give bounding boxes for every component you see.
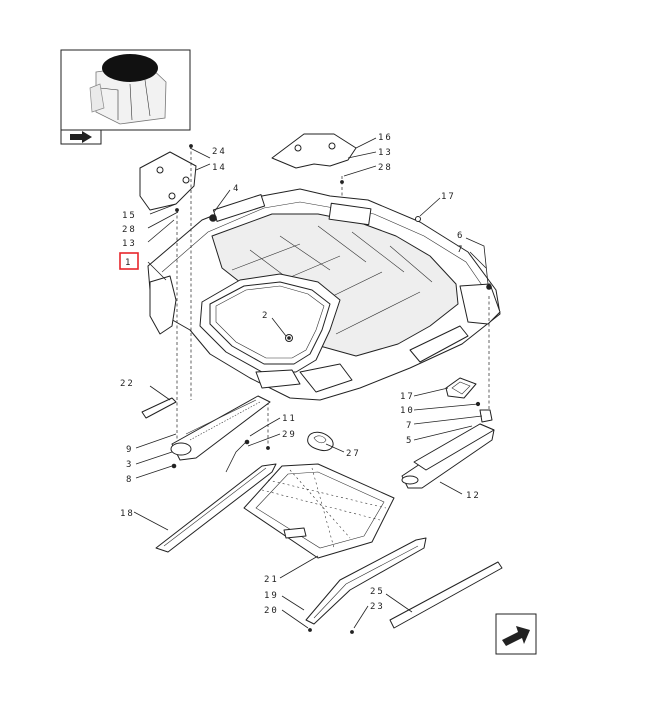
callout-25[interactable]: 25 (370, 587, 385, 597)
left-cover (139, 151, 197, 211)
callout-18[interactable]: 18 (120, 509, 135, 519)
callout-29[interactable]: 29 (282, 430, 297, 440)
callout-4[interactable]: 4 (233, 184, 240, 194)
right-top-cover (271, 133, 357, 169)
callout-12[interactable]: 12 (466, 491, 481, 501)
lower-parts (141, 377, 503, 634)
callout-13a[interactable]: 13 (122, 239, 137, 249)
callout-24[interactable]: 24 (212, 147, 227, 157)
callout-3[interactable]: 3 (126, 460, 133, 470)
callout-28b[interactable]: 28 (378, 163, 393, 173)
callout-19[interactable]: 19 (264, 591, 279, 601)
callout-28a[interactable]: 28 (122, 225, 137, 235)
callout-27[interactable]: 27 (346, 449, 361, 459)
leader-lines (133, 137, 489, 629)
callout-16[interactable]: 16 (378, 133, 393, 143)
callout-1[interactable]: 1 (125, 258, 132, 268)
callout-15[interactable]: 15 (122, 211, 137, 221)
callout-2[interactable]: 2 (262, 311, 269, 321)
callout-17a[interactable]: 17 (441, 192, 456, 202)
roof-assembly (147, 188, 501, 401)
highlight-box (119, 252, 139, 270)
callout-7a[interactable]: 7 (457, 245, 464, 255)
next-page-arrow-icon[interactable] (495, 613, 537, 655)
callout-10[interactable]: 10 (400, 406, 415, 416)
callout-6[interactable]: 6 (457, 231, 464, 241)
fastener-guides (175, 144, 490, 450)
callout-20[interactable]: 20 (264, 606, 279, 616)
callout-14[interactable]: 14 (212, 163, 227, 173)
callout-7b[interactable]: 7 (406, 421, 413, 431)
callout-23[interactable]: 23 (370, 602, 385, 612)
callout-9[interactable]: 9 (126, 445, 133, 455)
callout-11[interactable]: 11 (282, 414, 297, 424)
callout-5[interactable]: 5 (406, 436, 413, 446)
callout-17b[interactable]: 17 (400, 392, 415, 402)
callout-22[interactable]: 22 (120, 379, 135, 389)
callout-13b[interactable]: 13 (378, 148, 393, 158)
callout-21[interactable]: 21 (264, 575, 279, 585)
callout-8[interactable]: 8 (126, 475, 133, 485)
cab-thumbnail-icon[interactable] (60, 49, 191, 145)
callouts: 24 14 15 28 13 16 13 28 4 17 6 7 1 2 22 … (120, 133, 481, 616)
